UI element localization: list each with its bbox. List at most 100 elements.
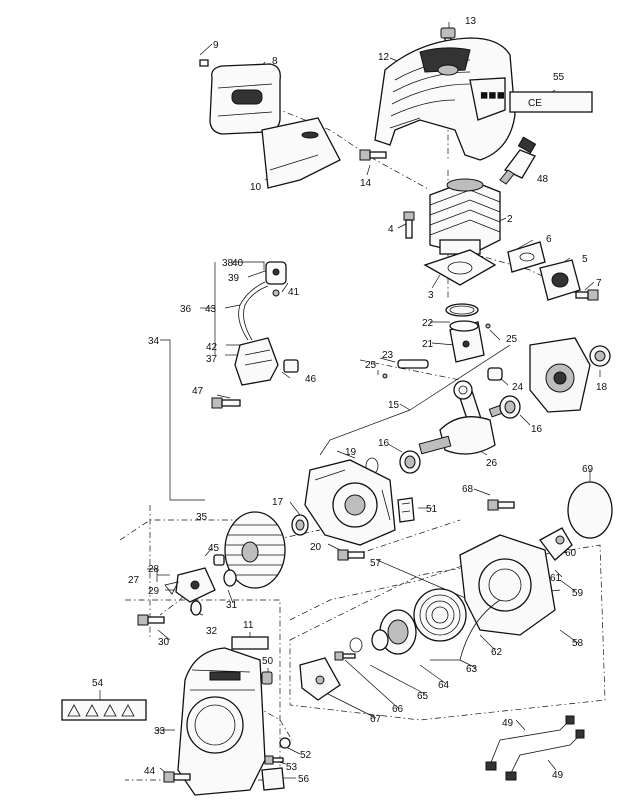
- label-9: 9: [213, 40, 219, 51]
- part-21-piston: [449, 320, 491, 363]
- label-30: 30: [158, 637, 170, 648]
- part-62-recoil-spring: [413, 588, 467, 642]
- label-33: 33: [154, 726, 166, 737]
- label-4: 4: [388, 224, 394, 235]
- label-37: 37: [206, 354, 218, 365]
- label-46: 46: [305, 374, 317, 385]
- label-42: 42: [206, 342, 218, 353]
- label-44: 44: [144, 766, 156, 777]
- label-14: 14: [360, 178, 372, 189]
- label-64: 64: [438, 680, 450, 691]
- part-51-clip: [397, 497, 415, 523]
- part-crankcase-left: [304, 459, 396, 546]
- part-6-gasket: [507, 241, 546, 273]
- part-28-clutch: [164, 567, 216, 603]
- label-69: 69: [582, 464, 594, 475]
- part-crankcase-right: [529, 337, 591, 413]
- label-19: 19: [345, 447, 357, 458]
- label-49-lower: 49: [552, 770, 564, 781]
- part-68-bolt: [487, 499, 515, 511]
- part-10-heat-shield: [261, 117, 341, 189]
- label-27: 27: [128, 575, 140, 586]
- label-18: 18: [596, 382, 608, 393]
- part-18-oil-seal: [589, 345, 611, 367]
- label-3: 3: [428, 290, 434, 301]
- part-2-cylinder: [429, 178, 501, 256]
- part-17-washer: [291, 514, 309, 536]
- label-50: 50: [262, 656, 274, 667]
- part-64-pulley: [371, 609, 417, 655]
- part-54-warning-decal: [61, 699, 147, 721]
- label-68: 68: [462, 484, 474, 495]
- part-67-plate: [299, 657, 341, 701]
- label-54: 54: [92, 678, 104, 689]
- part-49-wires: [485, 715, 585, 781]
- label-49-upper: 49: [502, 718, 514, 729]
- label-11: 11: [243, 620, 254, 631]
- leader-lines: [99, 22, 601, 779]
- label-17: 17: [272, 497, 284, 508]
- label-7: 7: [596, 278, 602, 289]
- part-31-washer: [223, 569, 237, 587]
- label-28: 28: [148, 564, 160, 575]
- part-44-bolt: [163, 771, 191, 783]
- label-16-left: 16: [378, 438, 390, 449]
- label-53: 53: [286, 762, 298, 773]
- label-63: 63: [466, 664, 478, 675]
- part-66-screw: [334, 651, 356, 661]
- label-34: 34: [148, 336, 160, 347]
- label-43: 43: [205, 304, 217, 315]
- part-11-label: [231, 636, 269, 650]
- part-16-bearing-left: [399, 450, 421, 474]
- part-46-nut: [283, 359, 299, 373]
- label-57: 57: [370, 558, 382, 569]
- label-13: 13: [465, 16, 477, 27]
- label-12: 12: [378, 52, 390, 63]
- label-47: 47: [192, 386, 204, 397]
- part-4-bolt: [403, 211, 415, 239]
- part-65-spring: [349, 637, 363, 653]
- label-31: 31: [226, 600, 238, 611]
- label-60: 60: [565, 548, 577, 559]
- label-58: 58: [572, 638, 584, 649]
- label-62: 62: [491, 647, 503, 658]
- label-32: 32: [206, 626, 218, 637]
- part-36-ignition-coil: [234, 261, 287, 386]
- part-12-engine-cover: ◼◼◼: [374, 37, 516, 161]
- part-32-washer: [190, 600, 202, 616]
- part-69-disc: [567, 481, 613, 539]
- label-23: 23: [382, 350, 394, 361]
- label-65: 65: [417, 691, 429, 702]
- part-23-piston-pin: [382, 359, 429, 379]
- part-52-nut: [279, 737, 291, 749]
- label-36: 36: [180, 304, 192, 315]
- label-25-lower: 25: [365, 360, 377, 371]
- part-26-crankshaft: [418, 380, 516, 455]
- label-2: 2: [507, 214, 513, 225]
- label-20: 20: [310, 542, 322, 553]
- part-8-muffler: [199, 59, 281, 135]
- part-30-bolt: [137, 614, 165, 626]
- part-20-bolt: [337, 549, 365, 561]
- label-35: 35: [196, 512, 208, 523]
- part-53-screw: [264, 755, 284, 765]
- label-67: 67: [370, 714, 382, 725]
- part-33-fan-housing: [177, 647, 266, 796]
- label-16-right: 16: [531, 424, 543, 435]
- cover-logo-icon: ◼◼◼: [480, 90, 505, 101]
- label-5: 5: [582, 254, 588, 265]
- label-39: 39: [228, 273, 240, 284]
- label-52: 52: [300, 750, 312, 761]
- label-59: 59: [572, 588, 584, 599]
- part-7-screw: [575, 289, 599, 301]
- part-number-labels: 13 9 8 12 55 10 14 48 2 4 6 5 3 7 38 40 …: [92, 16, 608, 785]
- label-61: 61: [550, 573, 562, 584]
- label-56: 56: [298, 774, 310, 785]
- part-5-insulator: [539, 259, 581, 301]
- label-51: 51: [426, 504, 438, 515]
- label-21: 21: [422, 339, 434, 350]
- label-48: 48: [537, 174, 549, 185]
- part-16-bearing-right: [499, 395, 521, 419]
